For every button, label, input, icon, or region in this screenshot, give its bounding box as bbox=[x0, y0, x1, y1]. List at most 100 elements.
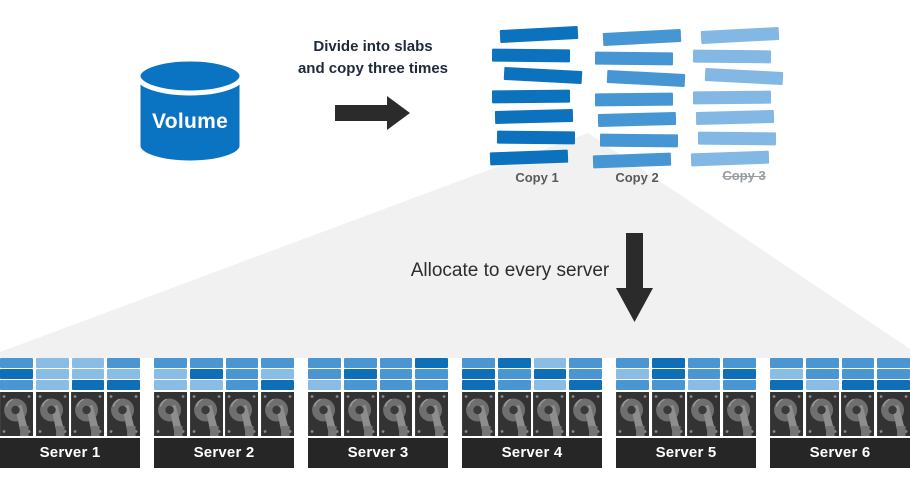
right-arrow-icon bbox=[335, 96, 410, 130]
copy-1-label: Copy 1 bbox=[515, 170, 559, 185]
server-slab-cell bbox=[415, 369, 448, 379]
server-disk-row bbox=[308, 391, 448, 436]
server-slab-cell bbox=[569, 358, 602, 368]
server-slab-cell bbox=[723, 369, 756, 379]
hard-disk-icon bbox=[343, 391, 377, 436]
server-disk-row bbox=[616, 391, 756, 436]
server-slab-cell bbox=[225, 369, 259, 379]
hard-disk-icon bbox=[497, 391, 531, 436]
server-slab-cell bbox=[0, 380, 33, 390]
server-slab-cell bbox=[189, 369, 223, 379]
server-disk-row bbox=[770, 391, 910, 436]
server-slab-cell bbox=[841, 369, 875, 379]
server-slab-cell bbox=[261, 369, 294, 379]
hard-disk-icon bbox=[225, 391, 259, 436]
hard-disk-icon bbox=[616, 391, 650, 436]
hard-disk-icon bbox=[687, 391, 721, 436]
cylinder-icon bbox=[135, 56, 245, 166]
slab bbox=[489, 149, 569, 166]
server-slab-cell bbox=[877, 369, 910, 379]
server-slab-cell bbox=[533, 358, 567, 368]
copy-3-slab-stack bbox=[689, 26, 784, 173]
server-slab-cell bbox=[805, 369, 839, 379]
volume-cylinder: Volume bbox=[132, 52, 248, 170]
slab bbox=[494, 108, 574, 125]
server-slab-cell bbox=[0, 369, 33, 379]
server-slab-cell bbox=[569, 369, 602, 379]
copy-2-label: Copy 2 bbox=[615, 170, 659, 185]
server-slab-cell bbox=[379, 380, 413, 390]
server-label: Server 1 bbox=[0, 437, 140, 468]
server-slab-cell bbox=[723, 358, 756, 368]
hard-disk-icon bbox=[189, 391, 223, 436]
server-slab-cell bbox=[533, 369, 567, 379]
hard-disk-icon bbox=[651, 391, 685, 436]
hard-disk-icon bbox=[533, 391, 567, 436]
server-slab-cell bbox=[651, 358, 685, 368]
server-unit-2: Server 2 bbox=[154, 358, 294, 468]
server-slab-cell bbox=[687, 380, 721, 390]
server-slab-cell bbox=[462, 369, 495, 379]
copy-3-label: Copy 3 bbox=[722, 168, 766, 183]
server-slab-cell bbox=[308, 369, 341, 379]
server-slab-grid bbox=[0, 358, 140, 390]
hard-disk-icon bbox=[35, 391, 69, 436]
server-disk-row bbox=[462, 391, 602, 436]
server-slab-cell bbox=[651, 369, 685, 379]
server-slab-cell bbox=[877, 358, 910, 368]
server-slab-cell bbox=[71, 358, 105, 368]
server-slab-grid bbox=[154, 358, 294, 390]
server-slab-cell bbox=[225, 380, 259, 390]
server-slab-cell bbox=[107, 358, 140, 368]
divide-into-slabs-label: Divide into slabs and copy three times bbox=[297, 38, 449, 77]
server-unit-5: Server 5 bbox=[616, 358, 756, 468]
hard-disk-icon bbox=[308, 391, 342, 436]
server-slab-cell bbox=[308, 380, 341, 390]
server-slab-cell bbox=[533, 380, 567, 390]
server-slab-cell bbox=[379, 358, 413, 368]
server-slab-cell bbox=[71, 369, 105, 379]
hard-disk-icon bbox=[106, 391, 140, 436]
hard-disk-icon bbox=[379, 391, 413, 436]
slab bbox=[503, 66, 583, 85]
server-slab-cell bbox=[770, 358, 803, 368]
hard-disk-icon bbox=[154, 391, 188, 436]
server-label: Server 5 bbox=[616, 437, 756, 468]
hard-disk-icon bbox=[260, 391, 294, 436]
server-slab-cell bbox=[35, 369, 69, 379]
hard-disk-icon bbox=[841, 391, 875, 436]
hard-disk-icon bbox=[568, 391, 602, 436]
server-slab-cell bbox=[415, 358, 448, 368]
server-slab-cell bbox=[841, 358, 875, 368]
slab bbox=[704, 67, 784, 86]
slab bbox=[692, 90, 772, 104]
server-slab-cell bbox=[497, 358, 531, 368]
hard-disk-icon bbox=[414, 391, 448, 436]
server-slab-cell bbox=[35, 358, 69, 368]
server-unit-1: Server 1 bbox=[0, 358, 140, 468]
hard-disk-icon bbox=[722, 391, 756, 436]
server-slab-cell bbox=[569, 380, 602, 390]
server-slab-cell bbox=[71, 380, 105, 390]
server-slab-cell bbox=[225, 358, 259, 368]
server-unit-4: Server 4 bbox=[462, 358, 602, 468]
slab bbox=[692, 49, 772, 63]
server-label: Server 4 bbox=[462, 437, 602, 468]
server-slab-cell bbox=[343, 358, 377, 368]
server-slab-cell bbox=[770, 369, 803, 379]
server-slab-cell bbox=[261, 358, 294, 368]
hard-disk-icon bbox=[462, 391, 496, 436]
server-slab-cell bbox=[189, 358, 223, 368]
server-slab-cell bbox=[107, 369, 140, 379]
server-slab-cell bbox=[616, 369, 649, 379]
server-slab-cell bbox=[805, 358, 839, 368]
server-slab-cell bbox=[462, 380, 495, 390]
slab bbox=[697, 131, 777, 145]
slab bbox=[597, 111, 677, 128]
hard-disk-icon bbox=[876, 391, 910, 436]
slab bbox=[491, 48, 571, 62]
server-slab-cell bbox=[154, 380, 187, 390]
